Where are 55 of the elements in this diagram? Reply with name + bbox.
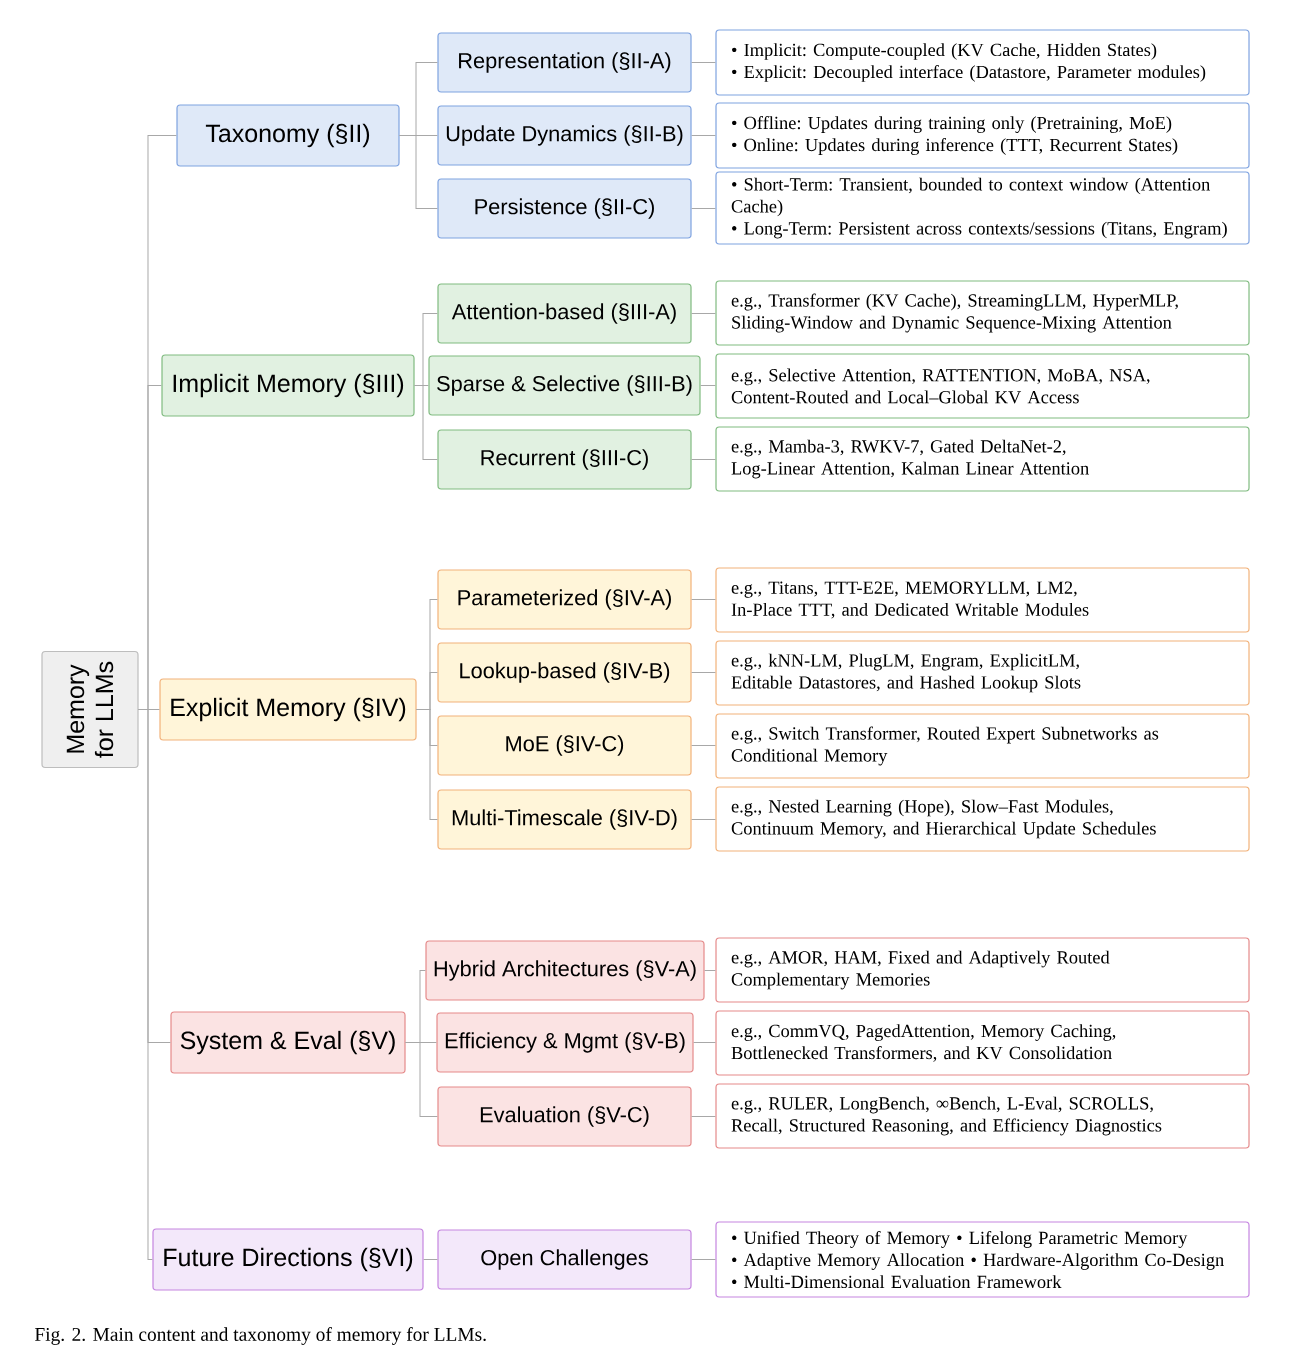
category-box: Implicit Memory (§III) bbox=[161, 354, 415, 417]
category-box: Taxonomy (§II) bbox=[176, 104, 400, 167]
connector-line bbox=[691, 135, 716, 136]
subcategory-box: Representation (§II-A) bbox=[437, 32, 692, 93]
connector-line bbox=[691, 1259, 716, 1260]
connector-line bbox=[691, 459, 716, 460]
description-box: e.g., CommVQ, PagedAttention, Memory Caching, Bottlenecked Transformers, and KV Consolidation bbox=[715, 1010, 1250, 1076]
subcategory-box: Update Dynamics (§II-B) bbox=[437, 105, 692, 166]
connector-line bbox=[700, 385, 716, 386]
subcategory-box: Attention-based (§III-A) bbox=[437, 283, 692, 344]
description-box: • Offline: Updates during training only (Pretraining, MoE) • Online: Updates during inference (TTT, Recurrent States) bbox=[715, 102, 1250, 169]
connector-line bbox=[704, 970, 716, 971]
category-box: Explicit Memory (§IV) bbox=[159, 678, 417, 741]
description-box: e.g., Transformer (KV Cache), StreamingLLM, HyperMLP, Sliding-Window and Dynamic Sequence-Mixing Attention bbox=[715, 280, 1250, 346]
description-box: • Unified Theory of Memory • Lifelong Parametric Memory • Adaptive Memory Allocation • Hardware-Algorithm Co-Design • Multi-Dimensional Evaluation Framework bbox=[715, 1221, 1250, 1298]
description-box: e.g., Switch Transformer, Routed Expert Subnetworks as Conditional Memory bbox=[715, 713, 1250, 779]
connector-line bbox=[691, 672, 716, 673]
connector-line bbox=[423, 1259, 438, 1260]
description-box: e.g., RULER, LongBench, ∞Bench, L-Eval, SCROLLS, Recall, Structured Reasoning, and Efficiency Diagnostics bbox=[715, 1083, 1250, 1149]
subcategory-box: Parameterized (§IV-A) bbox=[437, 569, 692, 630]
connector-line bbox=[693, 1042, 716, 1043]
description-box: e.g., AMOR, HAM, Fixed and Adaptively Routed Complementary Memories bbox=[715, 937, 1250, 1003]
category-box: System & Eval (§V) bbox=[170, 1011, 406, 1074]
connector-line bbox=[691, 745, 716, 746]
connector-line bbox=[691, 819, 716, 820]
description-box: e.g., Mamba-3, RWKV-7, Gated DeltaNet-2, Log-Linear Attention, Kalman Linear Attention bbox=[715, 426, 1250, 492]
description-box: e.g., Nested Learning (Hope), Slow–Fast Modules, Continuum Memory, and Hierarchical Update Schedules bbox=[715, 786, 1250, 852]
category-box: Future Directions (§VI) bbox=[152, 1228, 424, 1291]
connector-line bbox=[405, 1042, 438, 1117]
caption: Fig. 2. Main content and taxonomy of memory for LLMs. bbox=[34, 1327, 486, 1345]
subcategory-box: Recurrent (§III-C) bbox=[437, 429, 692, 490]
connector-line bbox=[138, 709, 153, 1260]
connector-line bbox=[691, 62, 716, 63]
subcategory-box: Sparse & Selective (§III-B) bbox=[428, 355, 701, 416]
connector-line bbox=[691, 208, 716, 209]
description-box: e.g., kNN-LM, PlugLM, Engram, ExplicitLM, Editable Datastores, and Hashed Lookup Slots bbox=[715, 640, 1250, 706]
description-box: e.g., Titans, TTT-E2E, MEMORYLLM, LM2, In-Place TTT, and Dedicated Writable Modules bbox=[715, 567, 1250, 633]
connector-line bbox=[416, 709, 438, 820]
subcategory-box: Hybrid Architectures (§V-A) bbox=[425, 940, 705, 1001]
connector-line bbox=[691, 313, 716, 314]
subcategory-box: Persistence (§II-C) bbox=[437, 178, 692, 239]
connector-line bbox=[399, 135, 438, 209]
connector-line bbox=[414, 385, 438, 460]
subcategory-box: Open Challenges bbox=[437, 1229, 692, 1290]
connector-line bbox=[691, 1116, 716, 1117]
subcategory-box: Lookup-based (§IV-B) bbox=[437, 642, 692, 703]
subcategory-box: MoE (§IV-C) bbox=[437, 715, 692, 776]
subcategory-box: Multi-Timescale (§IV-D) bbox=[437, 789, 692, 850]
description-box: e.g., Selective Attention, RATTENTION, MoBA, NSA, Content-Routed and Local–Global KV Access bbox=[715, 353, 1250, 419]
subcategory-box: Evaluation (§V-C) bbox=[437, 1086, 692, 1147]
connector-line bbox=[691, 599, 716, 600]
description-box: • Implicit: Compute-coupled (KV Cache, Hidden States) • Explicit: Decoupled interface (Datastore, Parameter modules) bbox=[715, 29, 1250, 96]
description-box: • Short-Term: Transient, bounded to context window (Attention Cache) • Long-Term: Persistent across contexts/sessions (Titans, Engram) bbox=[715, 171, 1250, 245]
subcategory-box: Efficiency & Mgmt (§V-B) bbox=[436, 1012, 694, 1073]
root-box: Memory for LLMs bbox=[41, 650, 139, 769]
